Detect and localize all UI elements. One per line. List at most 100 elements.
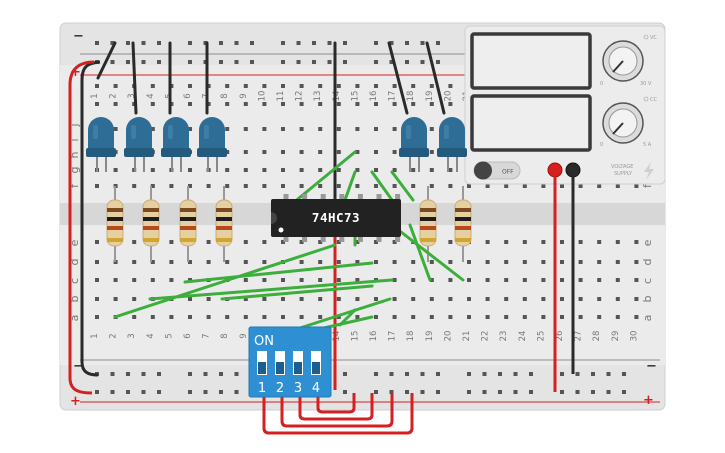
breadboard-hole (634, 184, 639, 188)
ic-pins (283, 194, 401, 242)
rail-hole (389, 60, 394, 64)
dip-toggle-1[interactable]: 1 (257, 351, 267, 396)
led[interactable] (161, 117, 191, 172)
rail-hole (436, 390, 440, 394)
green-wire-1 (285, 150, 357, 210)
rail-jumpers (68, 60, 101, 395)
breadboard-hole (243, 260, 248, 264)
ic-pin (395, 194, 401, 199)
resistor-band (216, 217, 232, 221)
breadboard-hole (560, 278, 564, 282)
breadboard-hole (522, 278, 527, 282)
ic-pin (357, 194, 363, 199)
dip-toggle-4[interactable]: 4 (311, 351, 321, 396)
breadboard-hole (299, 168, 304, 172)
led[interactable] (437, 117, 467, 172)
breadboard-hole (355, 260, 360, 264)
breadboard-hole (262, 184, 267, 188)
column-number: 1 (90, 333, 100, 338)
breadboard-hole (578, 297, 583, 301)
resistor[interactable] (215, 186, 233, 262)
breadboard-hole (188, 315, 192, 319)
ic-74hc73[interactable]: 74HC73 (271, 194, 401, 242)
breadboard-hole (560, 260, 564, 264)
rail-hole (250, 41, 254, 45)
rail-hole (436, 41, 440, 45)
resistor-band (180, 226, 196, 230)
rail-hole (374, 390, 378, 394)
breadboard-hole (299, 184, 304, 188)
resistor[interactable] (142, 186, 160, 262)
dip-switch-body (248, 326, 332, 398)
breadboard-hole (206, 315, 211, 319)
green-wire-9 (298, 297, 392, 330)
resistor-band (455, 217, 471, 221)
breadboard-hole (132, 184, 137, 188)
green-wire-7 (148, 278, 394, 301)
breadboard-hole (541, 184, 546, 188)
row-label: i (68, 138, 81, 141)
green-wire-12 (390, 223, 465, 282)
led[interactable] (197, 117, 227, 172)
breadboard-hole (634, 260, 639, 264)
rail-hole (95, 41, 99, 45)
breadboard-hole (597, 240, 602, 244)
rail-hole (575, 372, 580, 376)
rail-hole (622, 390, 626, 394)
rail-hole (234, 41, 239, 45)
rail-hole (374, 60, 378, 64)
rail-hole (389, 372, 394, 376)
rail-hole (141, 41, 146, 45)
breadboard-hole (634, 278, 639, 282)
breadboard-hole (392, 240, 397, 244)
ic-pin (302, 194, 308, 199)
rail-hole (343, 372, 347, 376)
resistor[interactable] (454, 186, 472, 262)
rail-plus-bottom-right: + (643, 393, 654, 408)
column-number: 23 (499, 331, 509, 342)
rail-hole (126, 60, 130, 64)
breadboard-hole (578, 315, 583, 319)
resistor-band (180, 208, 196, 212)
dip-label: 1 (258, 381, 266, 396)
led[interactable] (124, 117, 154, 172)
rail-hole (467, 372, 471, 376)
row-label: b (641, 295, 654, 302)
breadboard-hole (318, 150, 323, 154)
dip-toggle-3[interactable]: 3 (293, 351, 303, 396)
breadboard-hole (336, 150, 341, 154)
resistor[interactable] (179, 186, 197, 262)
column-number: 8 (220, 93, 230, 98)
breadboard-hole (336, 297, 341, 301)
breadboard-hole (336, 84, 341, 88)
voltage-knob-indicator (612, 60, 624, 73)
breadboard-hole (299, 240, 304, 244)
rail-hole (296, 60, 301, 64)
breadboard-hole (318, 240, 323, 244)
rail-hole (188, 41, 192, 45)
resistor-band (216, 208, 232, 212)
breadboard-hole (560, 315, 564, 319)
breadboard-hole (169, 184, 174, 188)
breadboard-hole (318, 127, 323, 131)
breadboard-hole (411, 168, 416, 172)
led[interactable] (86, 117, 116, 172)
breadboard-hole (188, 168, 192, 172)
rail-hole (405, 390, 409, 394)
rail-hole (343, 60, 347, 64)
rail-hole (560, 372, 564, 376)
resistor[interactable] (419, 186, 437, 262)
led[interactable] (399, 117, 429, 172)
dip-toggle-2[interactable]: 2 (275, 351, 285, 396)
column-number: 25 (536, 331, 546, 342)
resistor[interactable] (106, 186, 124, 262)
rail-hole (420, 390, 425, 394)
led-dome (88, 117, 114, 150)
green-wire-8 (220, 284, 374, 301)
rail-hole (343, 41, 347, 45)
column-number: 17 (388, 331, 398, 342)
rail-minus-top-left: − (73, 29, 84, 44)
breadboard-hole (113, 84, 118, 88)
row-label: a (68, 315, 81, 322)
